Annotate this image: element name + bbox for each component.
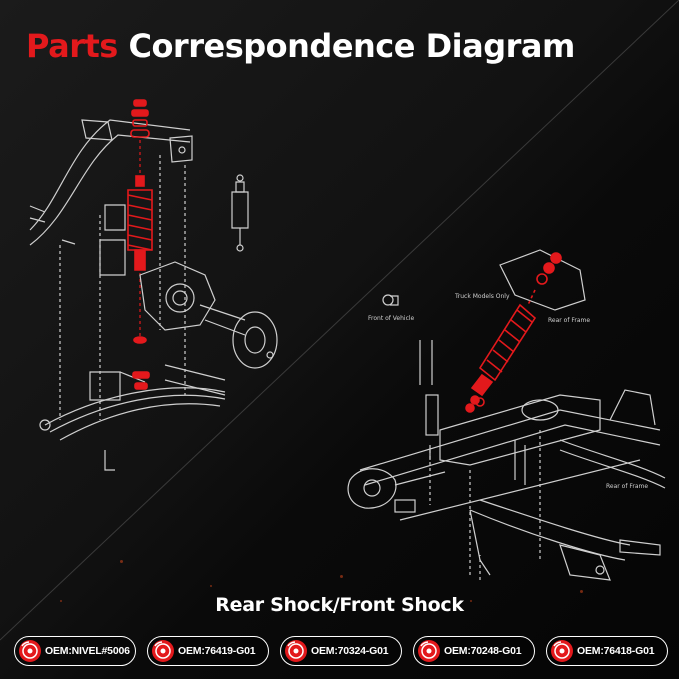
brake-rotor-icon: [551, 640, 573, 662]
rear-suspension-drawing: [29, 119, 278, 471]
oem-badge-row: OEM:NIVEL#5006 OEM:76419-G01 OEM:70324-G…: [14, 636, 670, 668]
oem-badge: OEM:76419-G01: [147, 636, 269, 666]
brake-rotor-icon: [19, 640, 41, 662]
ember-spark: [60, 600, 62, 602]
callout-rear-of-frame-2: Rear of Frame: [606, 483, 648, 490]
ember-spark: [120, 560, 123, 563]
diagonal-divider: [0, 0, 679, 641]
brake-rotor-icon: [418, 640, 440, 662]
ember-spark: [340, 575, 343, 578]
subtitle: Rear Shock/Front Shock: [215, 594, 464, 616]
callout-truck-models-only: Truck Models Only: [454, 293, 510, 300]
oem-label: OEM:70324-G01: [311, 645, 389, 657]
oem-badge: OEM:70248-G01: [413, 636, 535, 666]
brake-rotor-icon: [152, 640, 174, 662]
oem-badge: OEM:76418-G01: [546, 636, 668, 666]
ember-spark: [580, 590, 583, 593]
front-suspension-drawing: [347, 249, 666, 581]
ember-spark: [470, 600, 472, 602]
callout-front-of-vehicle: Front of Vehicle: [368, 315, 415, 322]
oem-label: OEM:70248-G01: [444, 645, 522, 657]
oem-label: OEM:NIVEL#5006: [45, 645, 130, 657]
callout-rear-of-frame: Rear of Frame: [548, 317, 590, 324]
title-main: Correspondence Diagram: [128, 27, 575, 65]
oem-label: OEM:76418-G01: [577, 645, 655, 657]
title-accent: Parts: [26, 27, 118, 65]
rear-shock-highlight: [127, 99, 153, 390]
front-shock-highlight: [465, 252, 562, 413]
page-title: Parts Correspondence Diagram: [26, 26, 575, 66]
oem-label: OEM:76419-G01: [178, 645, 256, 657]
oem-badge: OEM:70324-G01: [280, 636, 402, 666]
ember-spark: [210, 585, 212, 587]
oem-badge: OEM:NIVEL#5006: [14, 636, 136, 666]
brake-rotor-icon: [285, 640, 307, 662]
